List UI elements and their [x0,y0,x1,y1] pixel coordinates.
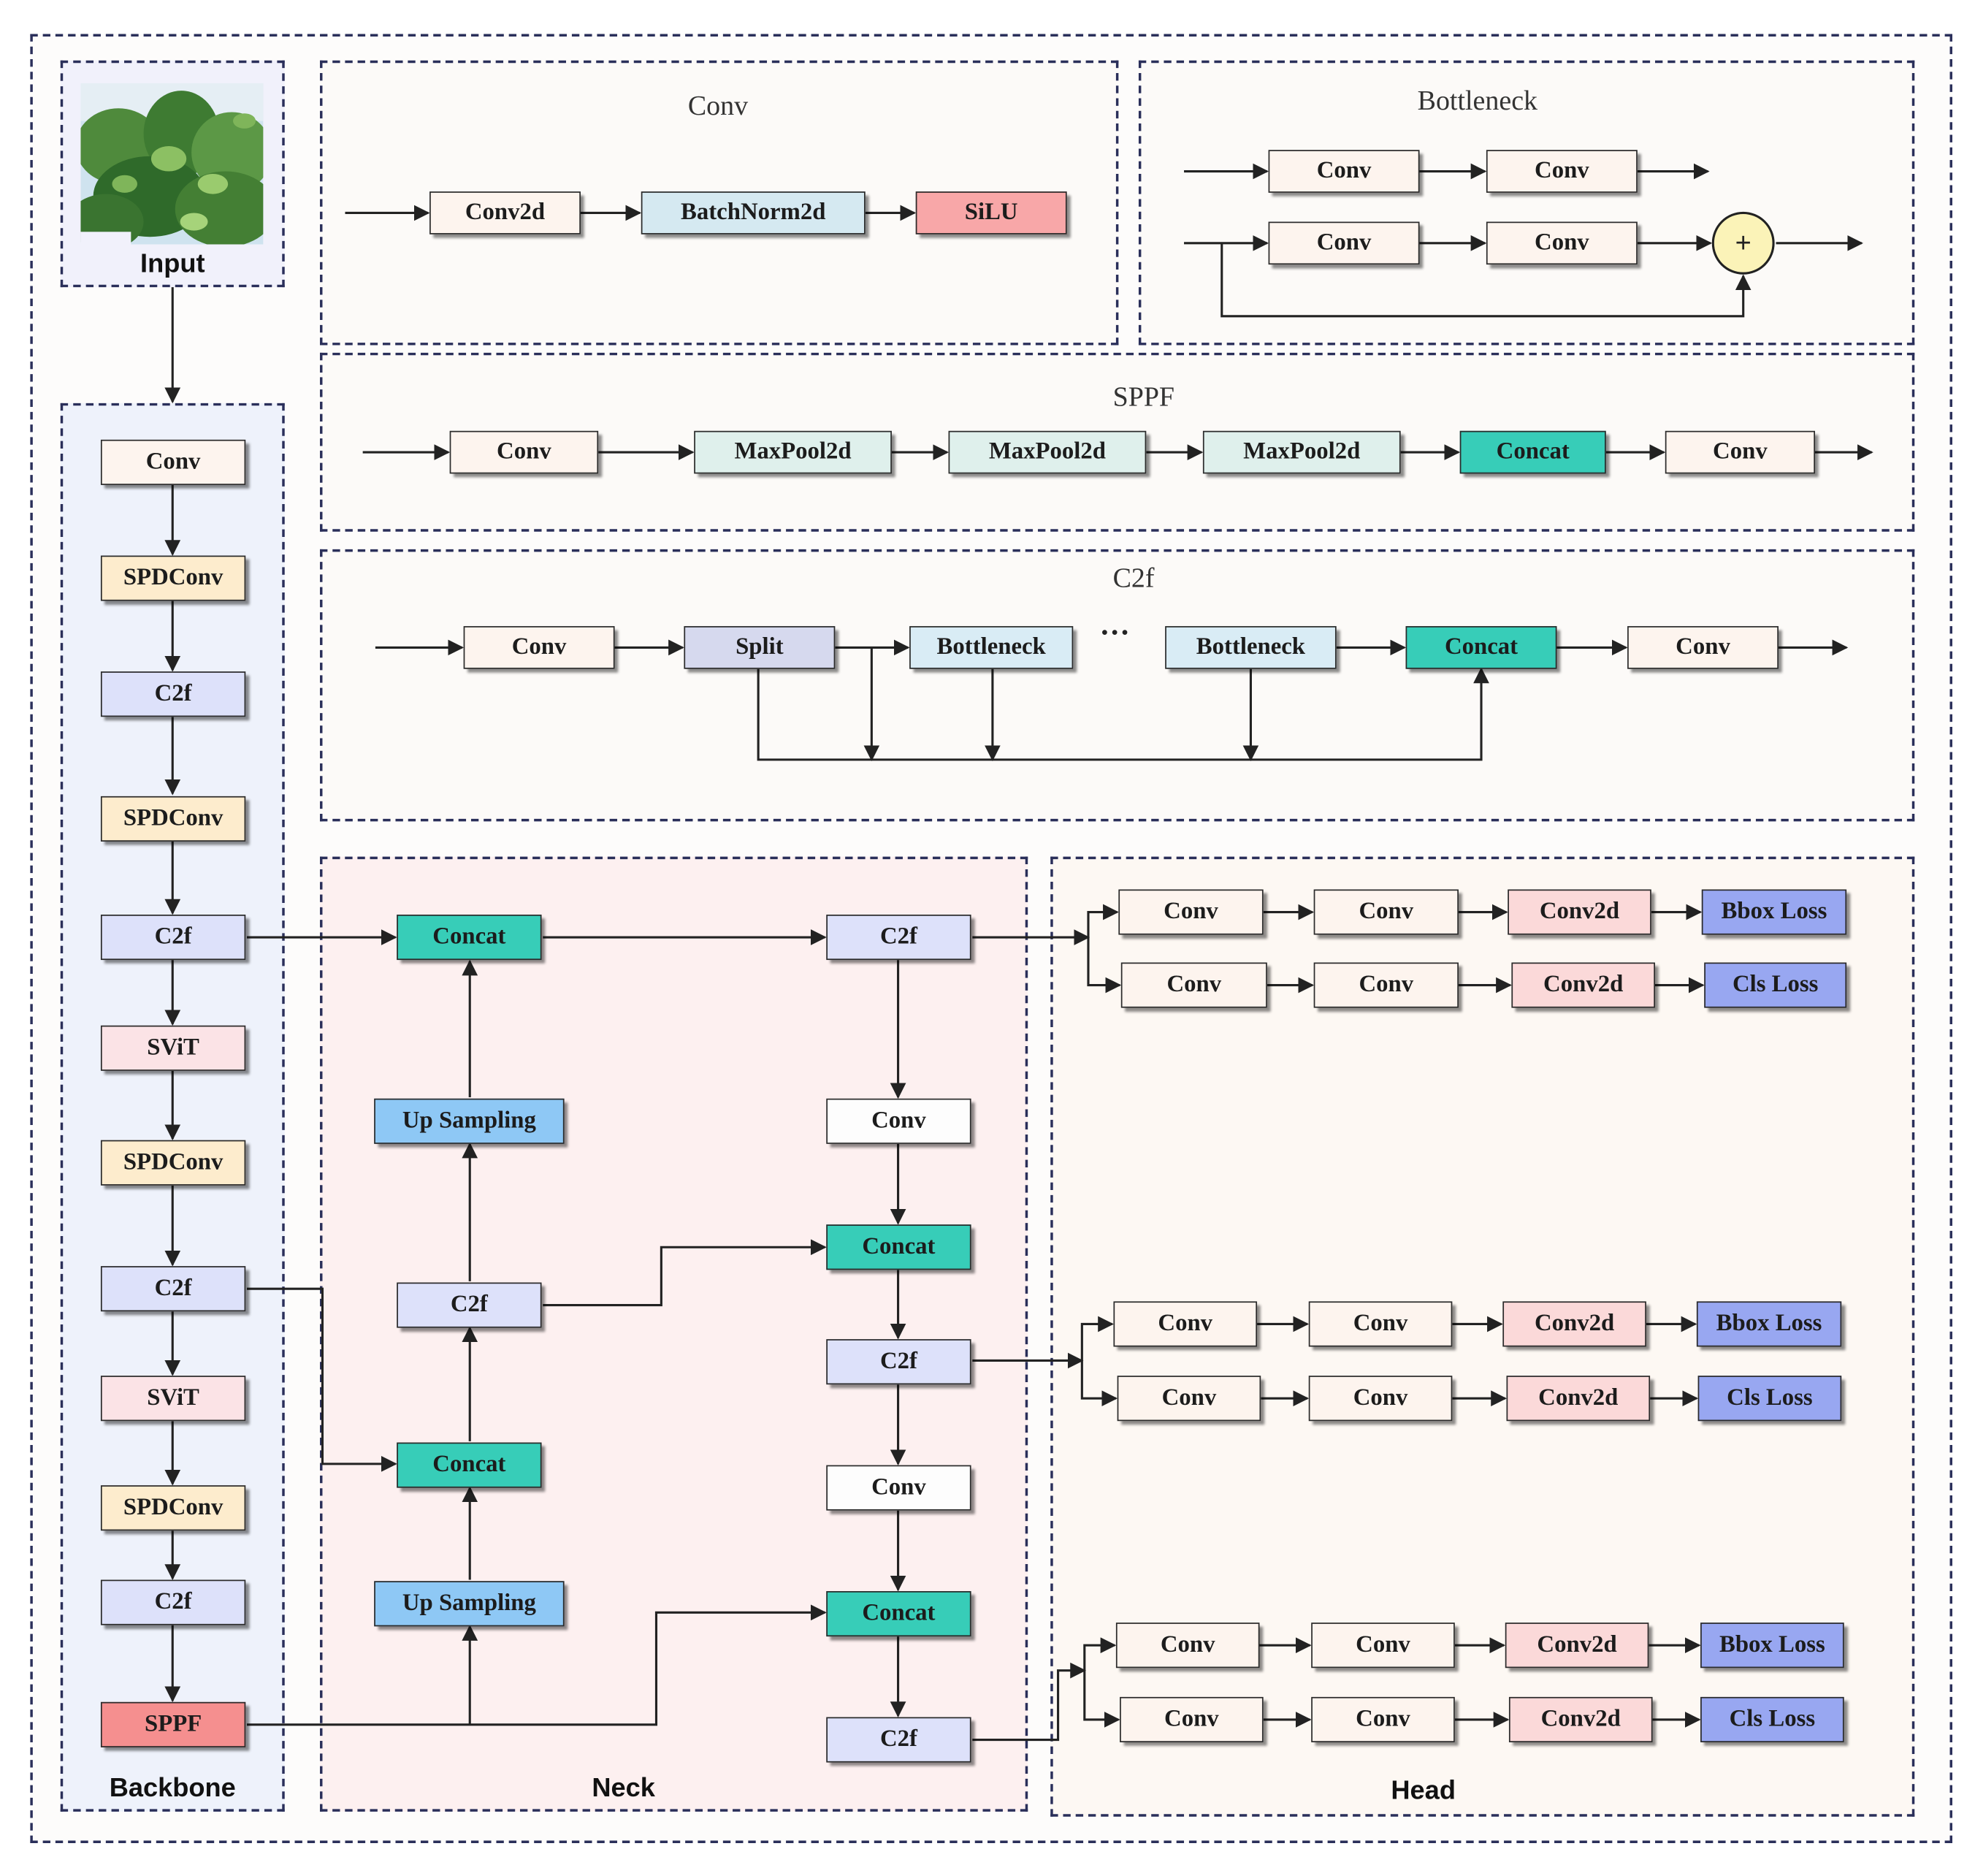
input-label: Input [140,249,205,279]
head-label: Head [1391,1776,1456,1806]
backbone-spdconv-1: SPDConv [100,555,246,601]
neck-conv-1: Conv [826,1098,971,1144]
backbone-conv: Conv [100,439,246,485]
head2-row1-conv-2: Conv [1308,1301,1453,1347]
neck-region [320,856,1028,1812]
backbone-c2f-4: C2f [100,1579,246,1625]
neck-c2f-out-2: C2f [826,1339,971,1385]
head1-row2-conv2d: Conv2d [1511,962,1655,1008]
sppf-maxpool-1: MaxPool2d [694,430,892,474]
head2-row2-conv2d: Conv2d [1506,1376,1651,1422]
head2-row2-conv-2: Conv [1308,1376,1453,1422]
c2f-conv-out: Conv [1627,626,1779,669]
head3-row1-conv2d: Conv2d [1505,1623,1649,1669]
backbone-c2f-1: C2f [100,671,246,717]
tea-plant-image [80,83,264,245]
head1-row2-conv-2: Conv [1313,962,1459,1008]
backbone-spdconv-4: SPDConv [100,1485,246,1531]
c2f-module-region [320,549,1915,822]
head2-row2-conv-1: Conv [1117,1376,1261,1422]
neck-c2f-left: C2f [397,1282,542,1328]
head3-row1-conv-2: Conv [1311,1623,1455,1669]
input-image [80,83,264,245]
bottleneck-conv-2: Conv [1486,150,1638,193]
c2f-conv-in: Conv [463,626,615,669]
head3-cls-loss: Cls Loss [1700,1696,1844,1742]
sppf-maxpool-3: MaxPool2d [1202,430,1401,474]
c2f-split: Split [684,626,836,669]
c2f-concat: Concat [1405,626,1557,669]
backbone-c2f-2: C2f [100,914,246,961]
neck-label: Neck [592,1774,655,1803]
head3-row2-conv-1: Conv [1120,1696,1264,1742]
head1-row1-conv2d: Conv2d [1508,889,1651,935]
backbone-spdconv-2: SPDConv [100,796,246,842]
sppf-conv-out: Conv [1665,430,1816,474]
batchnorm2d-block: BatchNorm2d [641,191,866,234]
backbone-svit-1: SViT [100,1025,246,1071]
neck-concat-1: Concat [397,914,542,961]
neck-upsampling-2: Up Sampling [374,1581,565,1627]
head3-row2-conv2d: Conv2d [1508,1696,1653,1742]
neck-conv-2: Conv [826,1465,971,1511]
bottleneck-conv-3: Conv [1268,221,1420,265]
sum-node [1711,211,1775,275]
sppf-conv-in: Conv [449,430,599,474]
conv2d-block: Conv2d [429,191,581,234]
bottleneck-conv-1: Conv [1268,150,1420,193]
head1-row1-conv-2: Conv [1313,889,1459,935]
head2-row1-conv2d: Conv2d [1502,1301,1646,1347]
c2f-bottleneck-1: Bottleneck [909,626,1074,669]
bottleneck-module-region [1138,60,1915,346]
sppf-concat: Concat [1459,430,1606,474]
backbone-sppf: SPPF [100,1701,246,1747]
c2f-bottleneck-n: Bottleneck [1165,626,1337,669]
backbone-c2f-3: C2f [100,1266,246,1312]
head2-bbox-loss: Bbox Loss [1696,1301,1842,1347]
ellipsis: ··· [1099,617,1130,650]
plus-sign: + [1735,226,1751,259]
neck-concat-3: Concat [826,1224,971,1270]
backbone-spdconv-3: SPDConv [100,1140,246,1186]
backbone-svit-2: SViT [100,1376,246,1422]
head2-cls-loss: Cls Loss [1697,1376,1842,1422]
c2f-module-title: C2f [1112,562,1155,594]
neck-c2f-out-3: C2f [826,1717,971,1763]
head1-cls-loss: Cls Loss [1704,962,1847,1008]
head2-row1-conv-1: Conv [1113,1301,1258,1347]
silu-block: SiLU [915,191,1067,234]
head1-row1-conv-1: Conv [1118,889,1264,935]
neck-concat-4: Concat [826,1591,971,1637]
bottleneck-conv-4: Conv [1486,221,1638,265]
head1-row2-conv-1: Conv [1120,962,1267,1008]
conv-module-title: Conv [687,89,749,121]
head3-row1-conv-1: Conv [1115,1623,1260,1669]
neck-upsampling-1: Up Sampling [374,1098,565,1144]
head3-bbox-loss: Bbox Loss [1700,1623,1844,1669]
sppf-maxpool-2: MaxPool2d [948,430,1147,474]
head3-row2-conv-2: Conv [1311,1696,1455,1742]
neck-c2f-out-1: C2f [826,914,971,961]
bottleneck-module-title: Bottleneck [1417,84,1538,116]
head1-bbox-loss: Bbox Loss [1701,889,1847,935]
backbone-label: Backbone [109,1774,236,1803]
neck-concat-2: Concat [397,1442,542,1488]
sppf-module-title: SPPF [1112,380,1175,412]
